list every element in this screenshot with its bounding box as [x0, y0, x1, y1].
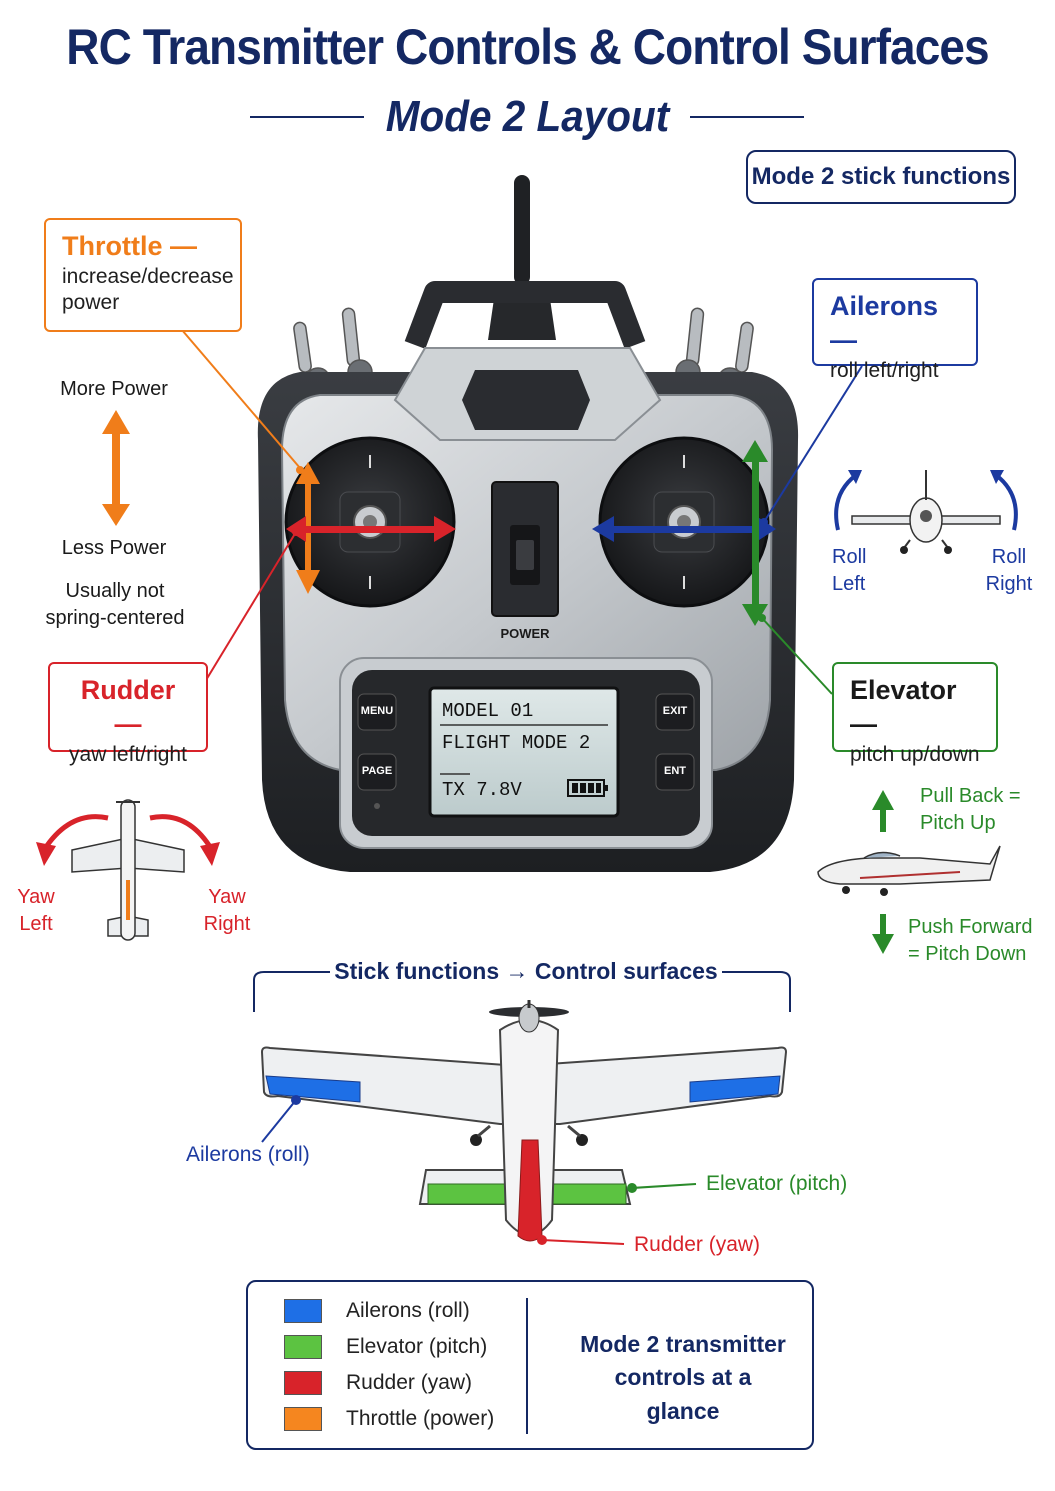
legend-swatch-ailerons [284, 1299, 322, 1323]
subtitle-rule-right [690, 116, 804, 118]
legend-swatch-rudder [284, 1371, 322, 1395]
legend-divider [526, 1298, 528, 1434]
rudder-callout: Rudder — yaw left/right [48, 662, 208, 766]
more-power-label: More Power [60, 378, 168, 400]
elevator-callout-desc: pitch up/down [850, 742, 980, 766]
page-title: RC Transmitter Controls & Control Surfac… [66, 19, 989, 75]
right-elevator [543, 1183, 627, 1205]
roll-right-label: Roll Right [985, 546, 1033, 595]
antenna [488, 175, 556, 340]
elevator-callout: Elevator — pitch up/down [832, 662, 998, 766]
top-vent [462, 370, 590, 430]
page-button-label: PAGE [361, 765, 393, 777]
rudder-callout-desc: yaw left/right [69, 742, 187, 766]
ailerons-surface-leader [261, 1099, 297, 1143]
rudder-leader-line [199, 531, 297, 691]
status-led [374, 803, 380, 809]
elevator-stick-arrows [742, 440, 768, 626]
pitch-plane-icon [817, 790, 1001, 954]
legend-swatch-throttle [284, 1407, 322, 1431]
roll-plane-icon [834, 470, 1018, 554]
spring-note: Usually not spring-centered [45, 580, 185, 629]
throttle-range-arrow [102, 410, 130, 526]
yaw-plane-icon [36, 799, 220, 941]
roll-left-label: Roll Left [832, 546, 867, 595]
throttle-leader-line [181, 329, 301, 469]
legend-label-rudder: Rudder (yaw) [346, 1371, 473, 1394]
legend-label-ailerons: Ailerons (roll) [346, 1299, 470, 1322]
throttle-callout-desc: increase/decrease power [62, 264, 234, 314]
screen-line-flight-mode: FLIGHT MODE 2 [442, 732, 591, 754]
rudder-surface-label: Rudder (yaw) [634, 1233, 761, 1256]
lcd-screen [428, 686, 620, 818]
legend-item-rudder: Rudder (yaw) [284, 1370, 472, 1396]
yaw-left-label: Yaw Left [17, 886, 55, 935]
yaw-right-label: Yaw Right [203, 886, 251, 935]
exit-button-label: EXIT [662, 705, 688, 717]
ailerons-callout: Ailerons — roll left/right [812, 278, 978, 382]
subtitle-rule-left [250, 116, 364, 118]
power-label: POWER [500, 626, 550, 641]
rudder-callout-title: Rudder — [80, 675, 176, 739]
right-stick-gimbal[interactable] [598, 436, 770, 608]
page-button [357, 753, 397, 791]
rudder-surface-leader [541, 1239, 625, 1245]
ent-button [655, 753, 695, 791]
legend-summary: Mode 2 transmitter controls at a glance [580, 1331, 786, 1424]
ailerons-callout-title: Ailerons — [830, 291, 939, 355]
legend-item-ailerons: Ailerons (roll) [284, 1298, 470, 1324]
elevator-callout-title: Elevator — [850, 675, 957, 739]
battery-icon [567, 779, 608, 797]
page-subtitle: Mode 2 Layout [385, 92, 670, 141]
exit-button [655, 693, 695, 731]
less-power-label: Less Power [61, 537, 167, 559]
power-switch[interactable] [491, 481, 559, 617]
throttle-callout: Throttle — increase/decrease power [44, 218, 242, 332]
legend-box: Ailerons (roll) Elevator (pitch) Rudder … [246, 1280, 814, 1450]
right-aileron [689, 1075, 781, 1103]
main-airplane [260, 1000, 788, 1242]
subtitle-row: Mode 2 Layout [0, 92, 1055, 142]
screen-line-model: MODEL 01 [442, 700, 534, 722]
legend-item-throttle: Throttle (power) [284, 1406, 494, 1432]
menu-button [357, 693, 397, 731]
ailerons-callout-desc: roll left/right [830, 358, 939, 382]
elevator-surface-leader [631, 1183, 697, 1189]
screen-line-voltage: TX 7.8V [442, 779, 522, 801]
section-bracket [253, 971, 791, 1012]
rudder-surface [517, 1139, 543, 1242]
left-elevator [427, 1183, 507, 1205]
surfaces-heading: Stick functions → Control surfaces [334, 958, 718, 984]
throttle-callout-title: Throttle — [62, 231, 197, 261]
mode-pill: Mode 2 stick functions [746, 150, 1016, 204]
ailerons-surface-label: Ailerons (roll) [186, 1143, 310, 1166]
legend-label-throttle: Throttle (power) [346, 1407, 495, 1430]
legend-swatch-elevator [284, 1335, 322, 1359]
pitch-up-label: Pull Back = Pitch Up [920, 785, 1021, 834]
menu-button-label: MENU [360, 705, 394, 717]
carry-handle [404, 281, 646, 349]
legend-label-elevator: Elevator (pitch) [346, 1335, 488, 1358]
elevator-surface-label: Elevator (pitch) [706, 1172, 848, 1195]
aileron-leader-line [763, 365, 863, 523]
elevator-leader-line [761, 617, 833, 695]
pitch-down-label: Push Forward = Pitch Down [908, 916, 1033, 965]
legend-item-elevator: Elevator (pitch) [284, 1334, 487, 1360]
left-aileron [265, 1075, 361, 1103]
ent-button-label: ENT [664, 765, 686, 777]
